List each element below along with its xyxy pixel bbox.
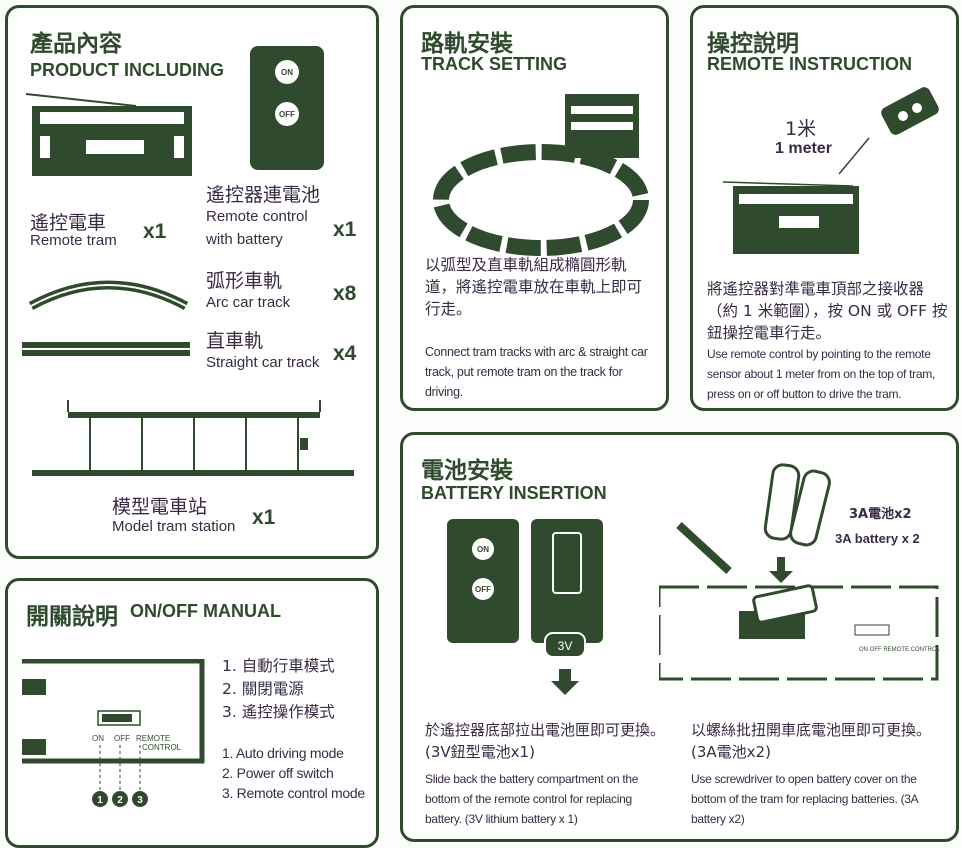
track-title-en: TRACK SETTING — [421, 54, 567, 74]
aa-battery-en: 3A battery x 2 — [835, 531, 920, 546]
battery-remote-on: ON — [477, 545, 489, 554]
battery-remote-off: OFF — [475, 585, 491, 594]
item-arc-qty: x8 — [333, 282, 357, 305]
tram-switch-labels: ON OFF REMOTE CONTROL — [859, 647, 941, 653]
switch-control: CONTROL — [142, 743, 182, 752]
item-straight-qty: x4 — [333, 342, 357, 365]
tram-battery-illustration: ON OFF REMOTE CONTROL — [659, 463, 941, 681]
distance-zh: 1米 — [785, 118, 817, 140]
panel-product-including: 產品內容 PRODUCT INCLUDING ON OFF 遙控電車 Remot… — [5, 5, 379, 559]
mode-zh-3: 3. 遙控操作模式 — [222, 703, 335, 721]
item-straight-en: Straight car track — [206, 354, 320, 371]
product-title-zh: 產品內容 — [30, 31, 122, 57]
panel-remote-instruction: 操控說明 REMOTE INSTRUCTION 1米 1 meter 將遙控器對… — [690, 5, 959, 411]
tram-station-illustration — [32, 400, 354, 476]
remote-title-en: REMOTE INSTRUCTION — [707, 54, 912, 74]
remote-title-zh: 操控說明 — [707, 31, 799, 57]
switch-remote: REMOTE — [136, 734, 170, 743]
marker-2: 2 — [117, 795, 123, 806]
track-title-zh: 路軌安裝 — [421, 31, 513, 57]
item-tram-en: Remote tram — [30, 232, 117, 249]
battery-right-zh: 以螺絲批扭開車底電池匣即可更換。(3A電池x2) — [691, 721, 932, 761]
remote-body-en: Use remote control by pointing to the re… — [707, 347, 935, 401]
item-arc-zh: 弧形車軌 — [206, 270, 283, 292]
onoff-title-zh: 開關說明 — [26, 604, 118, 630]
mode-en-1: 1. Auto driving mode — [222, 745, 344, 761]
panel-battery-insertion: 電池安裝 BATTERY INSERTION ON OFF 3V ON OFF … — [400, 432, 959, 842]
remote-on-label: ON — [281, 68, 293, 77]
tram-illustration — [26, 93, 192, 176]
item-station-qty: x1 — [252, 506, 276, 529]
straight-track-illustration — [22, 342, 190, 356]
item-remote-en1: Remote control — [206, 208, 308, 225]
item-tram-qty: x1 — [143, 220, 167, 243]
remote-body-zh: 將遙控器對準電車頂部之接收器（約 1 米範圍），按 ON 或 OFF 按鈕操控電… — [707, 280, 948, 342]
item-straight-zh: 直車軌 — [206, 330, 264, 352]
item-arc-en: Arc car track — [206, 294, 291, 311]
onoff-title-en: ON/OFF MANUAL — [130, 601, 281, 621]
remote-off-label: OFF — [279, 110, 295, 119]
oval-track-illustration — [433, 94, 649, 256]
item-remote-qty: x1 — [333, 218, 357, 241]
cell-label: 3V — [558, 639, 573, 653]
remote-battery-illustration: ON OFF 3V — [447, 519, 603, 695]
panel-onoff-manual: 開關說明 ON/OFF MANUAL ON OFF REMOTE CONTROL… — [5, 578, 379, 848]
panel-track-setting: 路軌安裝 TRACK SETTING 以弧型及直車軌組成橢圓形軌道，將遙控電車放… — [400, 5, 669, 411]
marker-1: 1 — [97, 795, 103, 806]
distance-en: 1 meter — [775, 140, 832, 157]
track-body-en: Connect tram tracks with arc & straight … — [425, 345, 648, 399]
mode-zh-1: 1. 自動行車模式 — [222, 657, 335, 675]
item-remote-zh: 遙控器連電池 — [206, 184, 321, 206]
remote-control-illustration: ON OFF — [250, 46, 324, 170]
item-station-en: Model tram station — [112, 518, 236, 535]
battery-title-zh: 電池安裝 — [421, 458, 513, 484]
marker-3: 3 — [137, 795, 143, 806]
battery-left-zh: 於遙控器底部拉出電池匣即可更換。(3V鈕型電池x1) — [425, 721, 666, 761]
mode-en-2: 2. Power off switch — [222, 765, 334, 781]
mode-zh-2: 2. 關閉電源 — [222, 680, 304, 698]
battery-left-en: Slide back the battery compartment on th… — [425, 772, 639, 826]
track-body-zh: 以弧型及直車軌組成橢圓形軌道，將遙控電車放在車軌上即可行走。 — [425, 256, 643, 318]
battery-right-en: Use screwdriver to open battery cover on… — [691, 772, 918, 826]
tram-switch-illustration: ON OFF REMOTE CONTROL 1 2 3 — [22, 659, 205, 807]
item-remote-en2: with battery — [206, 231, 283, 248]
remote-pointing-illustration — [723, 87, 939, 254]
switch-off: OFF — [114, 734, 130, 743]
aa-battery-zh: 3A電池x2 — [849, 507, 912, 522]
arc-track-illustration — [28, 280, 189, 310]
product-title-en: PRODUCT INCLUDING — [30, 60, 224, 80]
item-tram-zh: 遙控電車 — [30, 212, 107, 234]
item-station-zh: 模型電車站 — [112, 496, 208, 518]
mode-en-3: 3. Remote control mode — [222, 785, 365, 801]
switch-on: ON — [92, 734, 104, 743]
battery-title-en: BATTERY INSERTION — [421, 483, 607, 503]
